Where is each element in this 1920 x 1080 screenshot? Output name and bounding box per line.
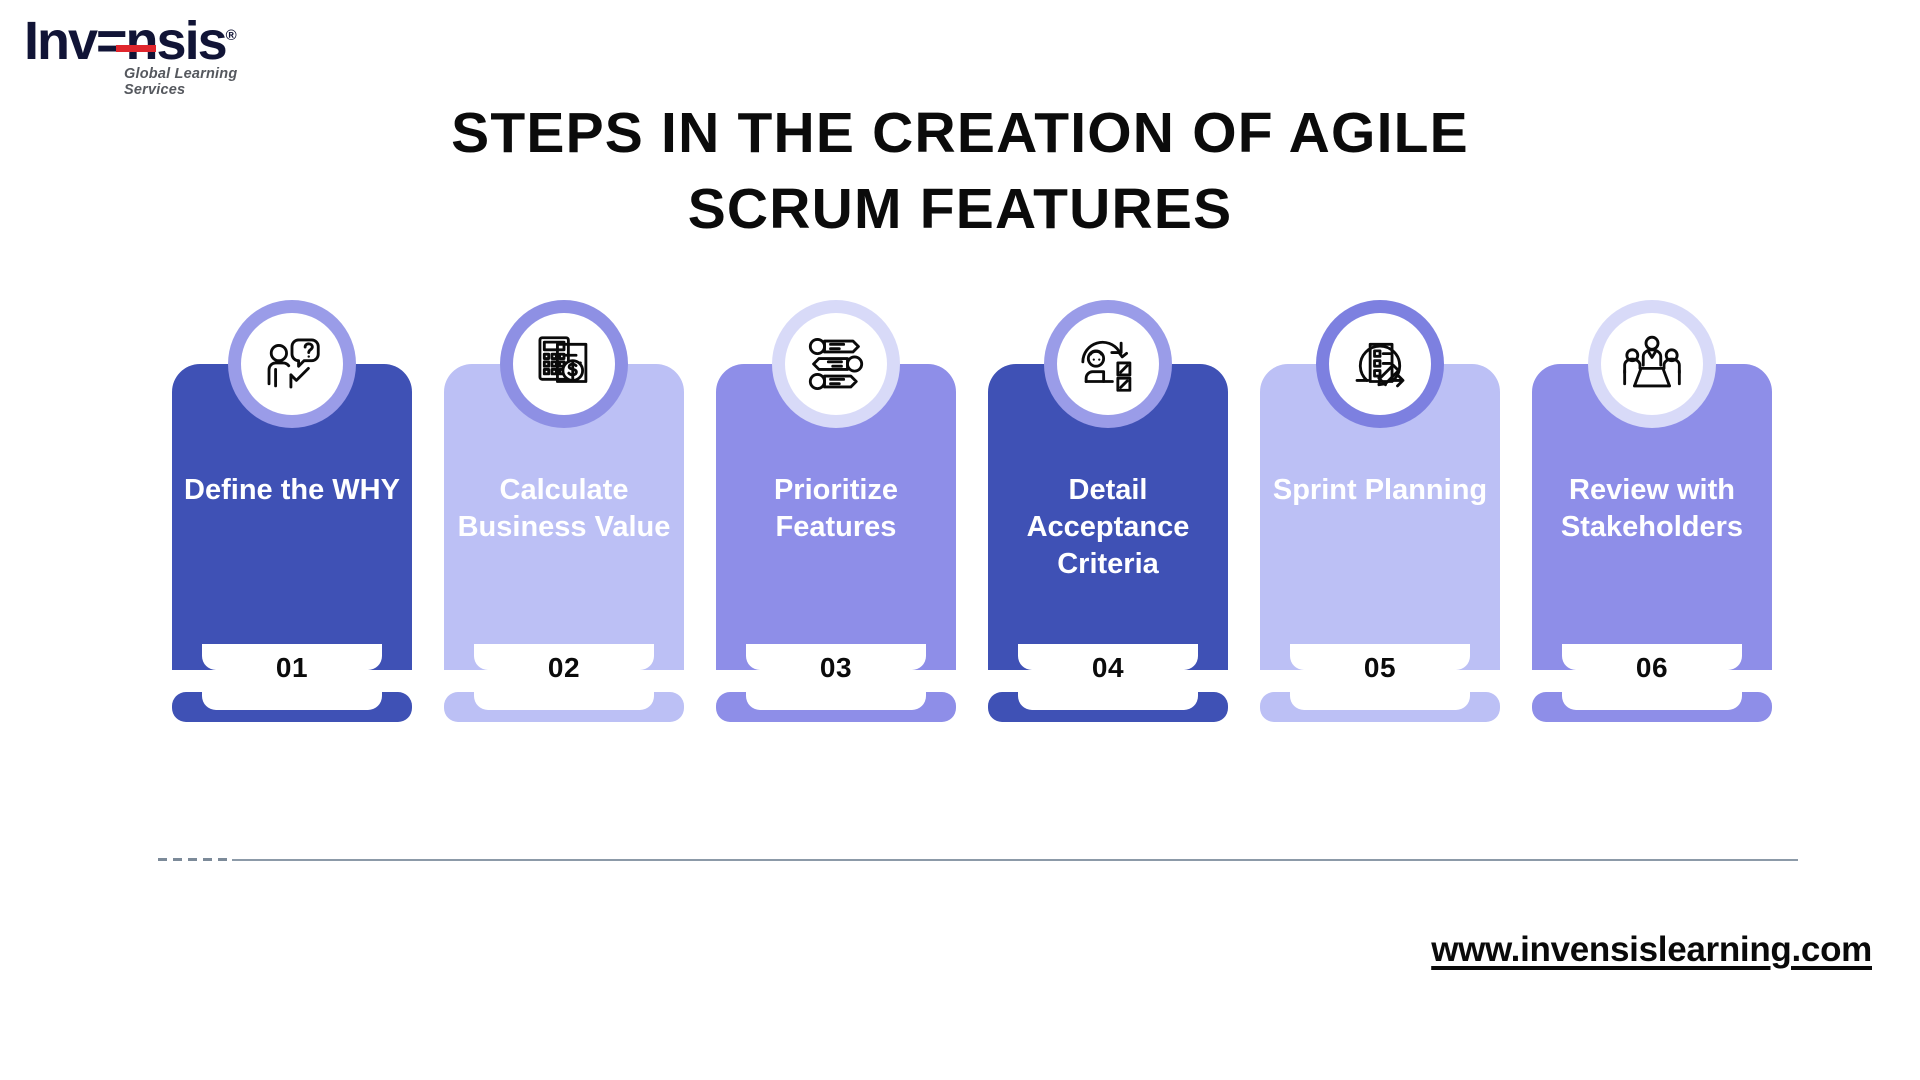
footer-divider bbox=[158, 858, 1798, 861]
step-number-2: 02 bbox=[547, 652, 581, 683]
step-notch-2 bbox=[444, 644, 684, 670]
page-title: STEPS IN THE CREATION OF AGILE SCRUM FEA… bbox=[210, 96, 1710, 248]
step-label-4: Detail Acceptance Criteria bbox=[1026, 474, 1190, 581]
step-notch-5 bbox=[1260, 644, 1500, 670]
step-badge-2 bbox=[500, 300, 628, 428]
step-card-3[interactable]: Prioritize Features 03 bbox=[716, 300, 956, 750]
step-number-6: 06 bbox=[1635, 652, 1669, 683]
step-number-5: 05 bbox=[1363, 652, 1397, 683]
website-url[interactable]: www.invensislearning.com bbox=[1431, 930, 1872, 969]
page-title-line1: STEPS IN THE CREATION OF AGILE bbox=[451, 101, 1469, 165]
step-footbar-cut-1 bbox=[202, 690, 382, 710]
logo-tagline: Global Learning Services bbox=[124, 66, 238, 98]
step-notch-cut-1 bbox=[202, 644, 382, 670]
divider-solid-segment bbox=[232, 859, 1798, 861]
step-label-2: Calculate Business Value bbox=[457, 474, 671, 544]
registered-trademark-icon: ® bbox=[225, 27, 237, 44]
step-notch-cut-6 bbox=[1562, 644, 1742, 670]
agile-document-pencil-icon bbox=[1329, 313, 1431, 415]
page-title-line2: SCRUM FEATURES bbox=[687, 176, 1233, 241]
logo-wordmark: Inv=nsis® bbox=[24, 11, 237, 71]
step-footbar-cut-3 bbox=[746, 690, 926, 710]
step-label-6: Review with Stakeholders bbox=[1560, 474, 1744, 544]
step-footbar-6 bbox=[1532, 690, 1772, 722]
step-footbar-cut-2 bbox=[474, 690, 654, 710]
step-label-5: Sprint Planning bbox=[1272, 474, 1488, 506]
step-notch-cut-3 bbox=[746, 644, 926, 670]
step-badge-1 bbox=[228, 300, 356, 428]
steps-row: Define the WHY 01 bbox=[172, 300, 1792, 750]
step-number-4: 04 bbox=[1091, 652, 1125, 683]
person-checkboxes-arrow-icon bbox=[1057, 313, 1159, 415]
step-card-4[interactable]: Detail Acceptance Criteria 04 bbox=[988, 300, 1228, 750]
step-badge-4 bbox=[1044, 300, 1172, 428]
step-notch-cut-4 bbox=[1018, 644, 1198, 670]
step-footbar-1 bbox=[172, 690, 412, 722]
logo-word-text: Inv=nsis bbox=[24, 11, 228, 71]
step-badge-5 bbox=[1316, 300, 1444, 428]
step-notch-4 bbox=[988, 644, 1228, 670]
step-footbar-cut-6 bbox=[1562, 690, 1742, 710]
step-notch-cut-2 bbox=[474, 644, 654, 670]
step-badge-3 bbox=[772, 300, 900, 428]
step-label-3: Prioritize Features bbox=[773, 474, 899, 544]
meeting-table-people-icon bbox=[1601, 313, 1703, 415]
step-number-3: 03 bbox=[819, 652, 853, 683]
step-card-2[interactable]: Calculate Business Value 02 bbox=[444, 300, 684, 750]
calculator-dollar-icon bbox=[513, 313, 615, 415]
step-notch-1 bbox=[172, 644, 412, 670]
step-card-1[interactable]: Define the WHY 01 bbox=[172, 300, 412, 750]
step-card-5[interactable]: Sprint Planning 05 bbox=[1260, 300, 1500, 750]
step-footbar-2 bbox=[444, 690, 684, 722]
step-label-1: Define the WHY bbox=[184, 474, 400, 506]
step-number-1: 01 bbox=[275, 652, 309, 683]
step-notch-cut-5 bbox=[1290, 644, 1470, 670]
person-question-checkmark-icon bbox=[241, 313, 343, 415]
numbered-priority-list-icon bbox=[785, 313, 887, 415]
step-footbar-3 bbox=[716, 690, 956, 722]
divider-dashed-segment bbox=[158, 858, 230, 861]
step-notch-3 bbox=[716, 644, 956, 670]
step-footbar-cut-4 bbox=[1018, 690, 1198, 710]
step-footbar-cut-5 bbox=[1290, 690, 1470, 710]
step-footbar-4 bbox=[988, 690, 1228, 722]
step-footbar-5 bbox=[1260, 690, 1500, 722]
step-card-6[interactable]: Review with Stakeholders 06 bbox=[1532, 300, 1772, 750]
step-badge-6 bbox=[1588, 300, 1716, 428]
invensis-logo: Inv=nsis® Global Learning Services bbox=[24, 11, 294, 98]
logo-red-bar-icon bbox=[116, 45, 156, 52]
step-notch-6 bbox=[1532, 644, 1772, 670]
